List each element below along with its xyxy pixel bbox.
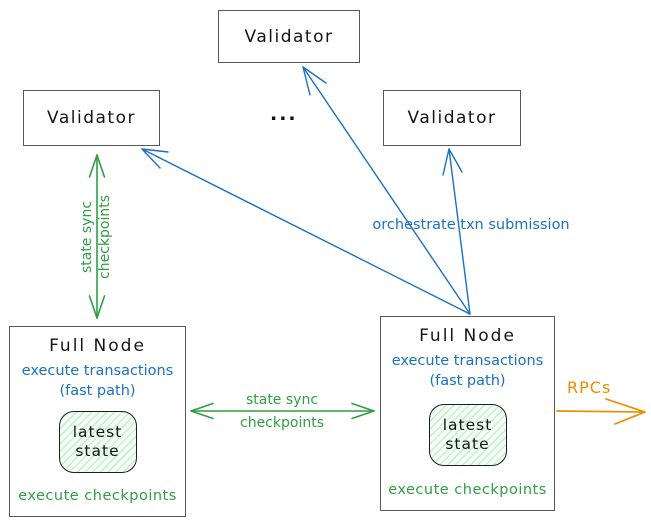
state-sync-horizontal-label: state sync checkpoints [208,392,356,432]
full-node-right-exec-transactions: execute transactions [391,353,544,369]
latest-state-line2: state [75,442,120,460]
latest-state-line1: latest [442,416,493,434]
full-node-right-exec-checkpoints: execute checkpoints [388,482,547,498]
orchestrate-txn-submission-label: orchestrate txn submission [372,217,570,233]
state-sync-vertical-line1: state sync [79,200,95,274]
state-sync-vertical-line2: checkpoints [97,195,113,279]
validators-ellipsis: ... [270,103,298,125]
validator-right-label: Validator [407,108,497,128]
validator-box-top: Validator [218,10,360,63]
state-sync-horizontal-line1: state sync [245,392,319,408]
full-node-right: Full Node execute transactions (fast pat… [380,316,555,511]
full-node-right-latest-state-box: latest state [428,404,507,466]
full-node-left-fast-path: (fast path) [59,383,136,399]
validator-box-left: Validator [23,90,160,146]
latest-state-line1: latest [72,423,123,441]
validator-box-right: Validator [383,90,521,146]
rpcs-arrow [556,398,646,425]
full-node-left-latest-state-box: latest state [58,411,137,473]
full-node-left-title: Full Node [49,336,146,356]
validator-top-label: Validator [244,26,334,47]
latest-state-line2: state [445,435,490,453]
full-node-left-exec-checkpoints: execute checkpoints [18,488,177,504]
full-node-right-title: Full Node [419,326,516,346]
state-sync-horizontal-line2: checkpoints [240,415,324,431]
validator-left-label: Validator [47,108,136,128]
full-node-right-fast-path: (fast path) [429,373,506,389]
state-sync-vertical-label: state sync checkpoints [78,177,116,297]
full-node-left-exec-transactions: execute transactions [21,363,174,379]
full-node-left: Full Node execute transactions (fast pat… [9,326,186,517]
rpcs-label: RPCs [567,378,612,397]
